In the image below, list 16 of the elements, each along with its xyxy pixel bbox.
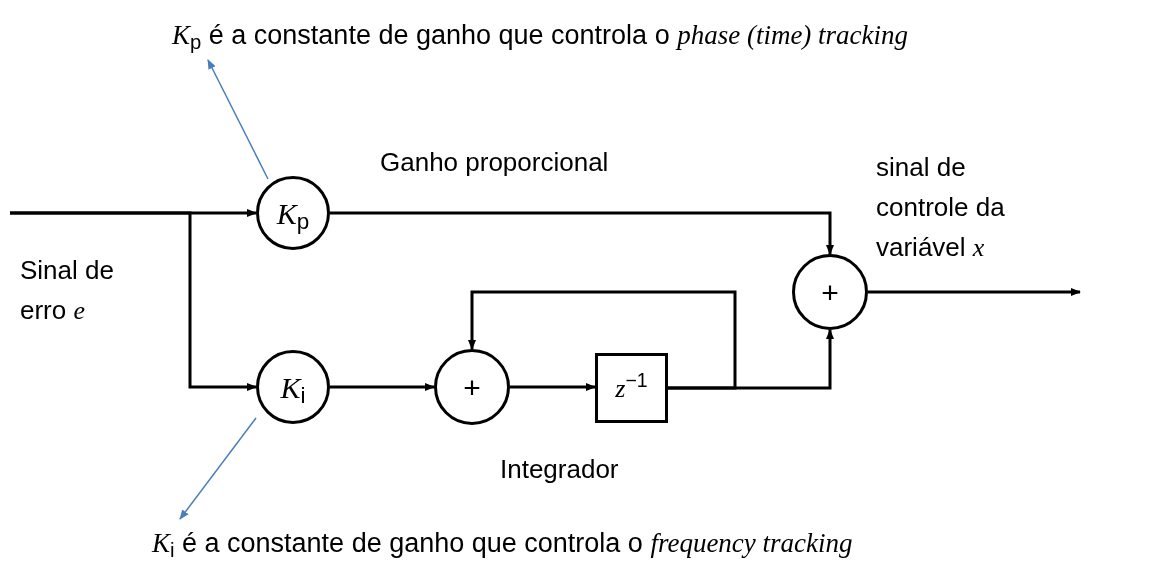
signal-arrow (10, 211, 257, 391)
signal-arrow (330, 211, 834, 255)
leader-arrow (179, 417, 257, 520)
signal-arrow (468, 290, 737, 390)
summing-junction: + (792, 254, 868, 330)
label-text: Ganho proporcional (380, 146, 610, 179)
annotation-text: K$_{i}$ é a constante de ganho que controla o frequency tracking (152, 518, 853, 568)
signal-arrow (868, 288, 1081, 296)
annotation-text: K$_{p}$ é a constante de ganho que controla o phase (time) tracking (172, 12, 909, 58)
label-text: Sinal de erro e (20, 254, 115, 327)
signal-arrow (330, 383, 435, 391)
label-text: Integrador (500, 453, 620, 486)
summing-junction: + (434, 349, 510, 425)
signal-arrow (510, 383, 596, 391)
label-text: sinal de controle da variável x (876, 151, 1006, 264)
delay-block: z$^{−1}$ (595, 353, 668, 423)
